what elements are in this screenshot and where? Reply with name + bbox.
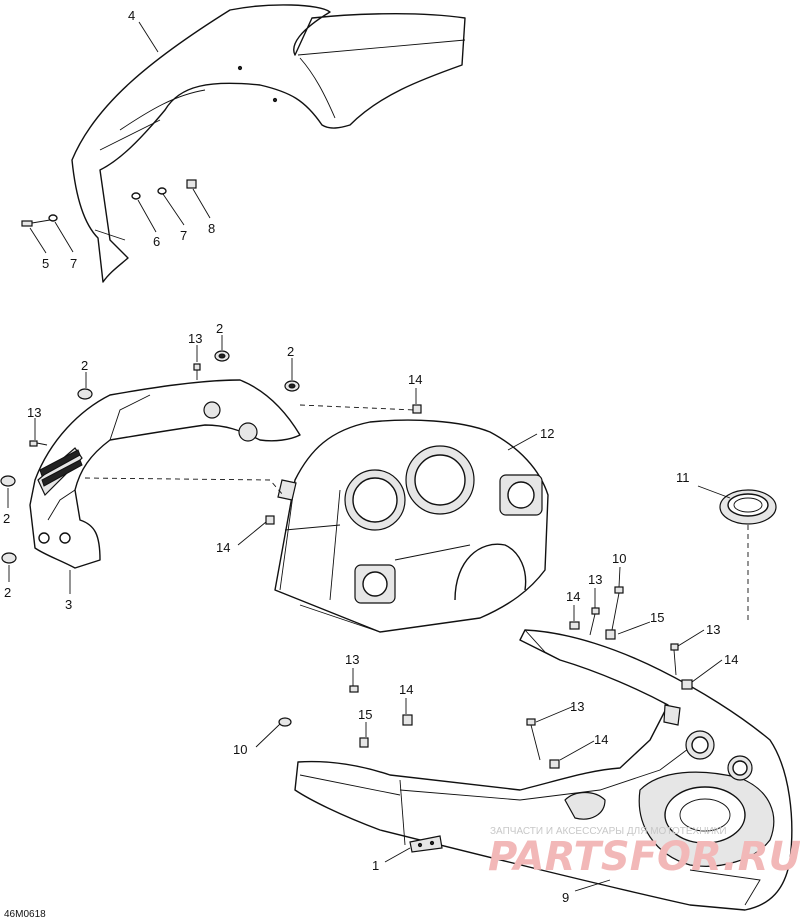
part-8-nut bbox=[186, 179, 197, 189]
part-13-screw-mid-left bbox=[349, 685, 359, 693]
callout-label: 6 bbox=[153, 234, 160, 249]
part-13-screw-top bbox=[193, 363, 201, 380]
callout-label: 2 bbox=[4, 585, 11, 600]
callout-label: 9 bbox=[562, 890, 569, 905]
callout-label: 13 bbox=[570, 699, 584, 714]
callout-label: 13 bbox=[27, 405, 41, 420]
part-15-nut-right bbox=[605, 629, 616, 640]
callout-label: 3 bbox=[65, 597, 72, 612]
part-5-screw bbox=[21, 219, 51, 227]
part-2-grommet-e bbox=[1, 552, 17, 564]
callout-label: 15 bbox=[358, 707, 372, 722]
callout-label: 4 bbox=[128, 8, 135, 23]
callout-label: 8 bbox=[208, 221, 215, 236]
part-14-clip-upper-right bbox=[569, 621, 580, 630]
part-14-clip-left bbox=[265, 515, 275, 525]
part-2-grommet-b bbox=[214, 350, 230, 362]
part-7-washer-left bbox=[48, 214, 58, 222]
part-12-gauge-housing bbox=[274, 419, 549, 633]
callout-label: 14 bbox=[566, 589, 580, 604]
callout-numbers: 4 5 7 6 7 8 13 2 2 2 13 2 2 3 14 14 12 1… bbox=[3, 8, 738, 905]
part-4-upper-cover bbox=[71, 4, 466, 283]
part-14-clip-far-right bbox=[681, 679, 693, 690]
part-13-screw-center bbox=[526, 718, 541, 761]
part-3-side-panel bbox=[29, 379, 301, 569]
callout-label: 14 bbox=[724, 652, 738, 667]
drawing-code: 46M0618 bbox=[4, 909, 46, 920]
part-7-washer-right bbox=[157, 187, 167, 195]
part-14-clip-upper bbox=[412, 404, 422, 414]
part-9-lower-console bbox=[294, 629, 793, 911]
callout-label: 2 bbox=[81, 358, 88, 373]
callout-label: 7 bbox=[180, 228, 187, 243]
alignment-line-2 bbox=[84, 477, 284, 496]
callout-label: 14 bbox=[594, 732, 608, 747]
alignment-line-1 bbox=[299, 404, 416, 411]
callout-label: 10 bbox=[612, 551, 626, 566]
part-15-nut-mid-left bbox=[359, 737, 369, 748]
leader-lines bbox=[7, 21, 731, 892]
callout-label: 13 bbox=[588, 572, 602, 587]
callout-label: 14 bbox=[216, 540, 230, 555]
callout-label: 14 bbox=[408, 372, 422, 387]
callout-label: 10 bbox=[233, 742, 247, 757]
watermark-brand: PARTSFOR.RU bbox=[488, 834, 800, 880]
watermark-caption: ЗАПЧАСТИ И АКСЕССУАРЫ ДЛЯ МОТОТЕХНИКИ bbox=[490, 826, 727, 837]
part-2-grommet-d bbox=[0, 475, 16, 487]
part-11-ring bbox=[719, 489, 777, 525]
callout-label: 13 bbox=[706, 622, 720, 637]
part-13-screw-upper-right bbox=[589, 607, 600, 636]
callout-label: 15 bbox=[650, 610, 664, 625]
callout-label: 5 bbox=[42, 256, 49, 271]
part-1-bracket bbox=[409, 835, 443, 853]
part-10-screw-right bbox=[611, 586, 624, 631]
part-14-clip-mid-left bbox=[402, 714, 413, 726]
callout-label: 14 bbox=[399, 682, 413, 697]
callout-label: 13 bbox=[345, 652, 359, 667]
part-2-grommet-c bbox=[284, 380, 300, 392]
callout-label: 13 bbox=[188, 331, 202, 346]
callout-label: 11 bbox=[676, 470, 690, 485]
callout-label: 1 bbox=[372, 858, 379, 873]
part-14-clip-center bbox=[549, 759, 560, 769]
part-13-screw-left bbox=[29, 440, 48, 447]
callout-label: 2 bbox=[3, 511, 10, 526]
callout-label: 12 bbox=[540, 426, 554, 441]
part-6-washer bbox=[131, 192, 141, 200]
part-13-screw-far-right bbox=[670, 643, 679, 676]
part-2-grommet-a bbox=[77, 388, 93, 400]
callout-label: 2 bbox=[216, 321, 223, 336]
callout-label: 2 bbox=[287, 344, 294, 359]
callout-label: 7 bbox=[70, 256, 77, 271]
part-10-screw-left bbox=[278, 717, 292, 727]
